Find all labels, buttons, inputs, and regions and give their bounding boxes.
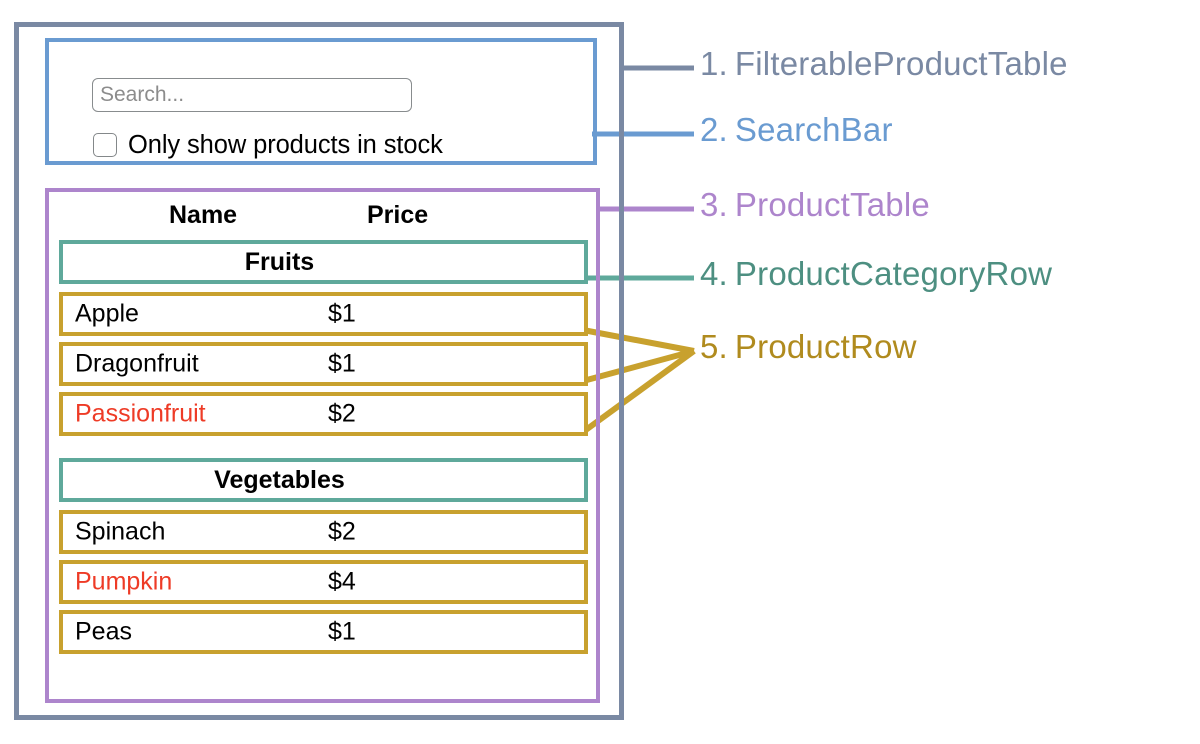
product-table-header: Name Price: [59, 198, 588, 240]
legend-number: 4.: [700, 255, 728, 292]
legend-item-search-bar: 2.SearchBar: [700, 111, 893, 149]
product-row: Apple $1: [59, 292, 588, 336]
product-category-row: Vegetables: [59, 458, 588, 502]
product-category-row: Fruits: [59, 240, 588, 284]
search-input[interactable]: [92, 78, 412, 112]
product-price: $4: [328, 567, 356, 596]
product-row: Dragonfruit $1: [59, 342, 588, 386]
product-name: Peas: [75, 617, 132, 646]
legend-item-product-table: 3.ProductTable: [700, 186, 930, 224]
legend-number: 1.: [700, 45, 728, 82]
in-stock-filter[interactable]: Only show products in stock: [93, 128, 443, 162]
legend-item-product-category-row: 4.ProductCategoryRow: [700, 255, 1052, 293]
in-stock-checkbox-label: Only show products in stock: [128, 130, 443, 159]
legend-label: ProductCategoryRow: [734, 255, 1053, 292]
product-name: Spinach: [75, 517, 166, 546]
product-row: Passionfruit $2: [59, 392, 588, 436]
product-name: Passionfruit: [75, 399, 206, 428]
legend-item-filterable-product-table: 1.FilterableProductTable: [700, 45, 1068, 83]
filterable-product-table-box: [14, 22, 624, 720]
legend-label: FilterableProductTable: [734, 45, 1068, 82]
legend-number: 5.: [700, 328, 728, 365]
product-price: $2: [328, 517, 356, 546]
product-name: Apple: [75, 299, 139, 328]
product-price: $2: [328, 399, 356, 428]
product-price: $1: [328, 349, 356, 378]
connector-product-row-apple: [582, 327, 695, 354]
product-row: Peas $1: [59, 610, 588, 654]
product-name: Dragonfruit: [75, 349, 199, 378]
product-row: Pumpkin $4: [59, 560, 588, 604]
product-category-label: Fruits: [244, 247, 315, 276]
product-row: Spinach $2: [59, 510, 588, 554]
legend-label: ProductTable: [734, 186, 930, 223]
product-price: $1: [328, 299, 356, 328]
legend-number: 2.: [700, 111, 728, 148]
legend-number: 3.: [700, 186, 728, 223]
product-category-label: Vegetables: [214, 465, 345, 494]
product-name: Pumpkin: [75, 567, 173, 596]
legend-label: ProductRow: [734, 328, 917, 365]
product-table-inner: Name Price Fruits Apple $1 Dragonfruit $…: [59, 198, 588, 660]
connector-product-row-dragonfruit: [582, 348, 695, 384]
column-header-price: Price: [367, 201, 429, 229]
search-bar-box: Only show products in stock: [45, 38, 597, 165]
in-stock-checkbox[interactable]: [93, 133, 117, 157]
column-header-name: Name: [169, 201, 238, 229]
product-table-box: Name Price Fruits Apple $1 Dragonfruit $…: [45, 188, 600, 703]
legend-label: SearchBar: [734, 111, 893, 148]
product-price: $1: [328, 617, 356, 646]
connector-product-row-passionfruit: [581, 348, 696, 435]
legend-item-product-row: 5.ProductRow: [700, 328, 917, 366]
